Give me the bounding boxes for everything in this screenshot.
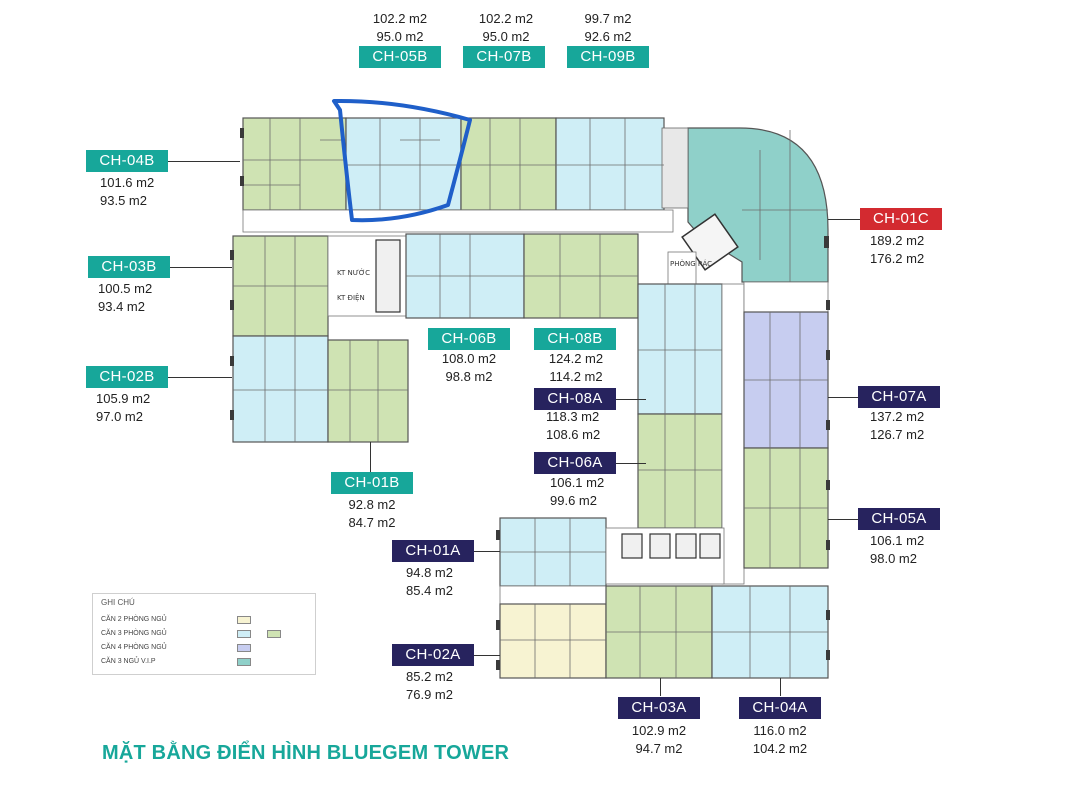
- unit-block-02b: [232, 335, 329, 443]
- legend-row-3bed: CĂN 3 PHÒNG NGỦ: [101, 630, 167, 637]
- leader-ch01b: [370, 442, 371, 472]
- label-ch02a[interactable]: CH-02A: [392, 644, 474, 666]
- unit-block-08a: [637, 283, 723, 415]
- legend-row-vip: CĂN 3 NGỦ V.I.P: [101, 658, 156, 665]
- corridor-top: [242, 209, 674, 233]
- corridor-center: [721, 283, 745, 585]
- legend-swatch-vip: [237, 658, 251, 666]
- page-title: MẶT BẰNG ĐIỂN HÌNH BLUEGEM TOWER: [102, 742, 510, 764]
- label-ch06a[interactable]: CH-06A: [534, 452, 616, 474]
- legend-swatch-4bed: [237, 644, 251, 652]
- leader-ch06a: [616, 463, 646, 464]
- unit-block-r1: [743, 281, 829, 313]
- legend-row-2bed: CĂN 2 PHÒNG NGỦ: [101, 616, 167, 623]
- label-ch05b[interactable]: CH-05B: [359, 46, 441, 68]
- highlight-ch05b: [332, 98, 472, 223]
- leader-ch04a: [780, 678, 781, 696]
- label-ch04b[interactable]: CH-04B: [86, 150, 168, 172]
- label-ch07a[interactable]: CH-07A: [858, 386, 940, 408]
- unit-block-06a: [637, 413, 723, 529]
- label-ch01c[interactable]: CH-01C: [860, 208, 942, 230]
- leader-ch04b: [168, 161, 240, 162]
- phong-rac-box: [667, 251, 697, 285]
- leader-ch05a: [828, 519, 858, 520]
- legend-row-4bed: CĂN 4 PHÒNG NGỦ: [101, 644, 167, 651]
- interior-walls: [233, 118, 828, 678]
- label-ch06b[interactable]: CH-06B: [428, 328, 510, 350]
- legend-swatch-3bed-green: [267, 630, 281, 638]
- legend-swatch-2bed: [237, 616, 251, 624]
- label-ch03a[interactable]: CH-03A: [618, 697, 700, 719]
- legend-swatch-3bed-blue: [237, 630, 251, 638]
- label-ch02b[interactable]: CH-02B: [86, 366, 168, 388]
- label-ch01a[interactable]: CH-01A: [392, 540, 474, 562]
- unit-block-09b: [555, 117, 665, 211]
- facade-windows: [230, 128, 830, 670]
- unit-block-05b: [345, 117, 462, 211]
- unit-block-07b-a: [460, 117, 557, 211]
- label-ch05a[interactable]: CH-05A: [858, 508, 940, 530]
- leader-ch02a: [474, 655, 500, 656]
- unit-block-04b: [242, 117, 347, 211]
- unit-block-01b: [327, 339, 409, 443]
- label-ch09b[interactable]: CH-09B: [567, 46, 649, 68]
- legend: GHI CHÚ CĂN 2 PHÒNG NGỦ CĂN 3 PHÒNG NGỦ …: [92, 593, 316, 675]
- label-ch03b[interactable]: CH-03B: [88, 256, 170, 278]
- kt-nuoc-label: KT NƯỚC: [337, 268, 370, 277]
- leader-ch03b: [170, 267, 232, 268]
- label-ch07b[interactable]: CH-07B: [463, 46, 545, 68]
- leader-ch01a: [474, 551, 500, 552]
- phong-rac-label: PHÒNG RÁC: [670, 259, 712, 268]
- legend-title: GHI CHÚ: [101, 598, 135, 607]
- kt-dien-label: KT ĐIỆN: [337, 293, 365, 302]
- leader-ch08a: [616, 399, 646, 400]
- leader-ch07a: [828, 397, 858, 398]
- label-ch04a[interactable]: CH-04A: [739, 697, 821, 719]
- label-ch01b[interactable]: CH-01B: [331, 472, 413, 494]
- stair-corner: [661, 127, 689, 209]
- label-ch08b[interactable]: CH-08B: [534, 328, 616, 350]
- leader-ch03a: [660, 678, 661, 696]
- leader-ch01c: [828, 219, 860, 220]
- leader-ch02b: [168, 377, 232, 378]
- label-ch08a[interactable]: CH-08A: [534, 388, 616, 410]
- unit-block-02a: [499, 603, 607, 679]
